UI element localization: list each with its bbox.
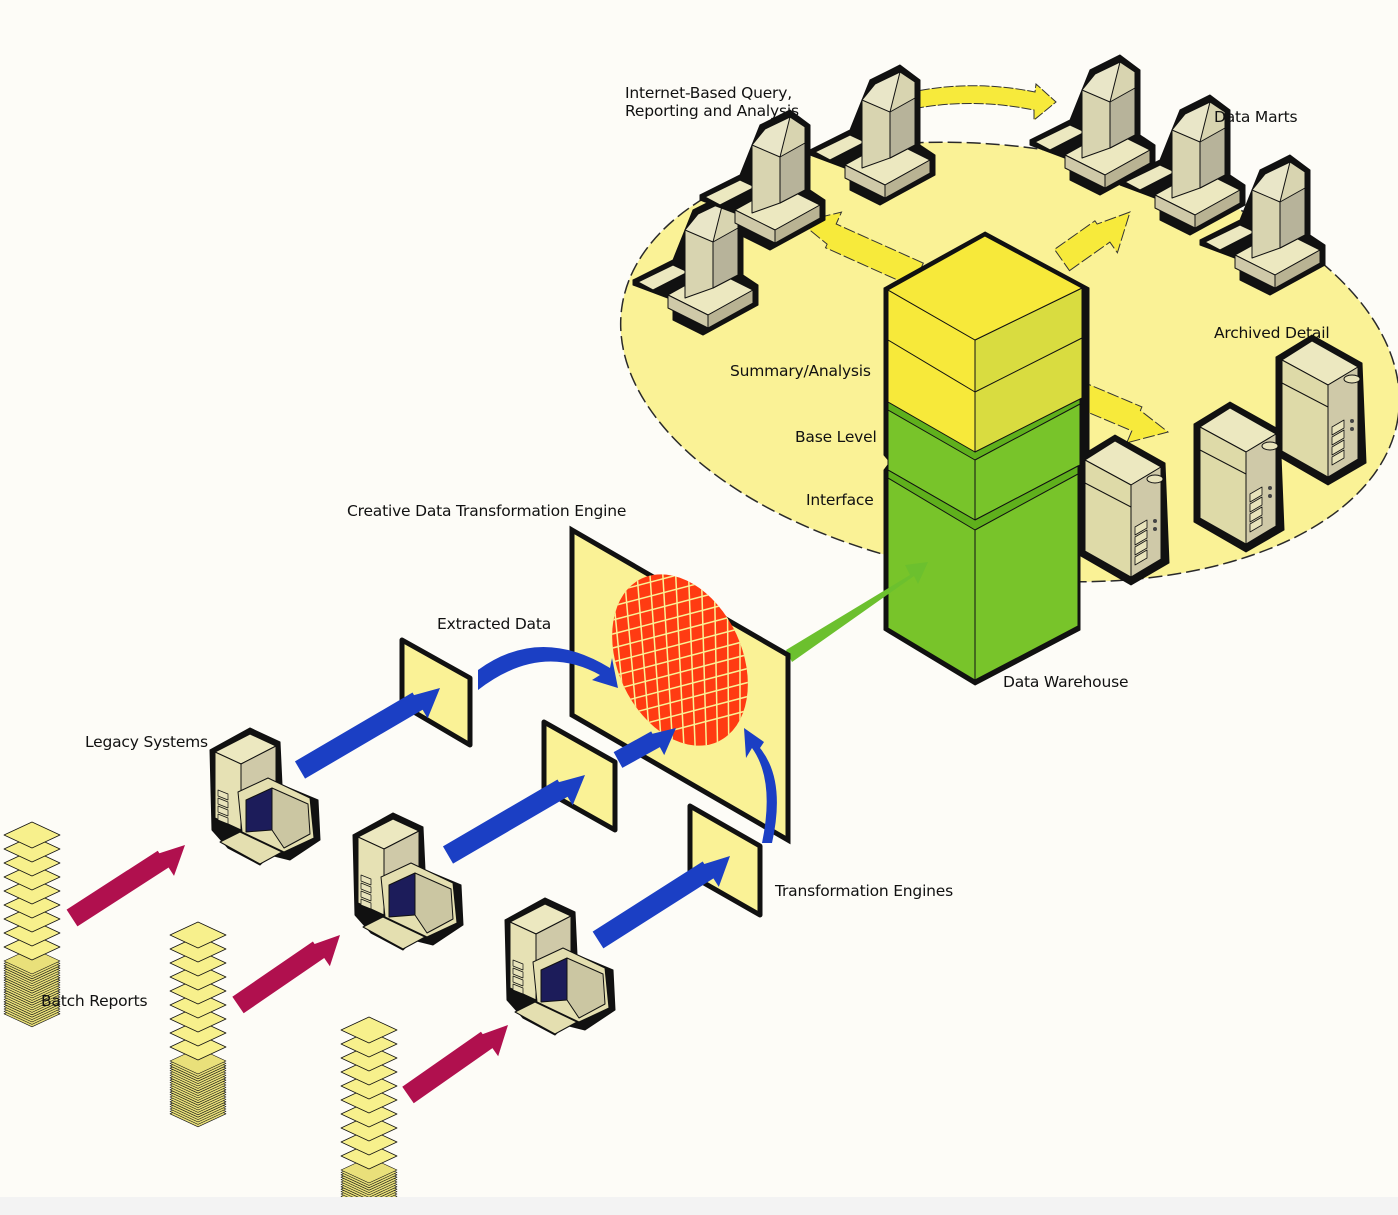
label-summary-analysis: Summary/Analysis bbox=[730, 362, 871, 380]
blue-arrow-panel-to-globe bbox=[613, 728, 676, 768]
sheet bbox=[3, 821, 61, 849]
archive-server bbox=[1193, 401, 1285, 553]
data-mart-workstation bbox=[1199, 154, 1326, 296]
drive bbox=[512, 959, 524, 971]
archive-server bbox=[1275, 334, 1367, 486]
base-front bbox=[774, 204, 821, 244]
drive-bay bbox=[1249, 506, 1263, 523]
client-workstation bbox=[809, 64, 936, 206]
drive-bay bbox=[1134, 549, 1148, 566]
monitor-side bbox=[779, 142, 806, 204]
label-archived-detail: Archived Detail bbox=[1214, 324, 1330, 342]
label-creative-engine: Creative Data Transformation Engine bbox=[347, 502, 627, 520]
bidirectional-arrow bbox=[899, 80, 1057, 122]
drive bbox=[360, 898, 372, 910]
monitor-side bbox=[712, 227, 739, 289]
batch-report-stack bbox=[3, 821, 61, 1028]
blue-arrow-legacy-to-panel bbox=[294, 688, 440, 779]
drive-bay bbox=[1134, 529, 1148, 546]
base-front bbox=[884, 159, 931, 199]
monitor-side bbox=[414, 872, 454, 934]
base-front bbox=[1194, 189, 1241, 229]
drive bbox=[512, 975, 524, 987]
drive bbox=[360, 874, 372, 886]
label-batch-reports: Batch Reports bbox=[41, 992, 148, 1010]
magenta-arrow-batch-to-legacy bbox=[232, 935, 340, 1014]
sheet bbox=[340, 1016, 398, 1044]
archive-server bbox=[1078, 434, 1170, 586]
label-data-marts: Data Marts bbox=[1214, 108, 1298, 126]
sheet bbox=[169, 921, 227, 949]
base-front bbox=[707, 289, 754, 329]
client-workstation bbox=[632, 194, 759, 336]
keyboard bbox=[514, 1001, 578, 1035]
monitor-side bbox=[566, 957, 606, 1019]
handle bbox=[1261, 441, 1279, 451]
data-mart-workstation bbox=[1029, 54, 1156, 196]
drive bbox=[512, 967, 524, 979]
data-warehouse-tower bbox=[883, 231, 1090, 686]
drive-bay bbox=[1331, 419, 1345, 436]
label-extracted-data: Extracted Data bbox=[437, 615, 552, 633]
green-band bbox=[887, 465, 1079, 531]
monitor-side bbox=[889, 97, 916, 159]
drive bbox=[360, 882, 372, 894]
drive-bay bbox=[1249, 486, 1263, 503]
drive bbox=[217, 789, 229, 801]
monitor-top bbox=[751, 116, 791, 158]
monitor-side bbox=[1279, 187, 1306, 249]
curved-blue-arrow bbox=[478, 646, 618, 690]
data-mart-workstation bbox=[1119, 94, 1246, 236]
curved-blue-arrow bbox=[744, 728, 777, 843]
label-base-level: Base Level bbox=[795, 428, 877, 446]
magenta-arrow-batch-to-legacy bbox=[402, 1025, 508, 1104]
drive-bay bbox=[1331, 449, 1345, 466]
label-data-warehouse: Data Warehouse bbox=[1003, 673, 1129, 691]
batch-report-stack bbox=[169, 921, 227, 1128]
drive-bay bbox=[1249, 496, 1263, 513]
drive-bay bbox=[1134, 519, 1148, 536]
handle bbox=[1146, 474, 1164, 484]
drive-bay bbox=[1331, 429, 1345, 446]
drive bbox=[512, 983, 524, 995]
monitor-top bbox=[1171, 101, 1211, 143]
monitor-side bbox=[1199, 127, 1226, 189]
legacy-computer bbox=[352, 812, 464, 951]
label-internet-query: Internet-Based Query, Reporting and Anal… bbox=[625, 84, 799, 120]
client-workstation bbox=[699, 109, 826, 251]
green-arrow bbox=[786, 562, 928, 662]
drive bbox=[217, 813, 229, 825]
drive-bay bbox=[1249, 516, 1263, 533]
legacy-computer bbox=[504, 897, 616, 1036]
drive-bay bbox=[1134, 539, 1148, 556]
drive-bay bbox=[1331, 439, 1345, 456]
monitor-side bbox=[1109, 87, 1136, 149]
magenta-arrow-batch-to-legacy bbox=[66, 845, 185, 927]
keyboard bbox=[362, 916, 426, 950]
monitor-top bbox=[1251, 161, 1291, 203]
monitor-side bbox=[271, 787, 311, 849]
monitor-top bbox=[1081, 61, 1121, 103]
label-legacy-systems: Legacy Systems bbox=[85, 733, 208, 751]
blue-arrow-legacy-to-panel bbox=[592, 856, 730, 949]
label-transformation-engines: Transformation Engines bbox=[775, 882, 954, 900]
blue-arrow-legacy-to-panel bbox=[442, 775, 585, 864]
batch-report-stack bbox=[340, 1016, 398, 1215]
label-interface: Interface bbox=[806, 491, 874, 509]
yellow-arrow-to-marts bbox=[1053, 211, 1131, 272]
drive bbox=[360, 890, 372, 902]
base-front bbox=[1104, 149, 1151, 189]
footer-band bbox=[0, 1197, 1398, 1215]
monitor-top bbox=[861, 71, 901, 113]
drive bbox=[217, 797, 229, 809]
yellow-arrow-to-clients bbox=[798, 211, 924, 288]
yellow-top bbox=[887, 235, 1083, 341]
handle bbox=[1343, 374, 1361, 384]
legacy-computer bbox=[209, 727, 321, 866]
drive bbox=[217, 805, 229, 817]
base-front bbox=[1274, 249, 1321, 289]
keyboard bbox=[219, 831, 283, 865]
transformation-panel bbox=[541, 719, 618, 833]
